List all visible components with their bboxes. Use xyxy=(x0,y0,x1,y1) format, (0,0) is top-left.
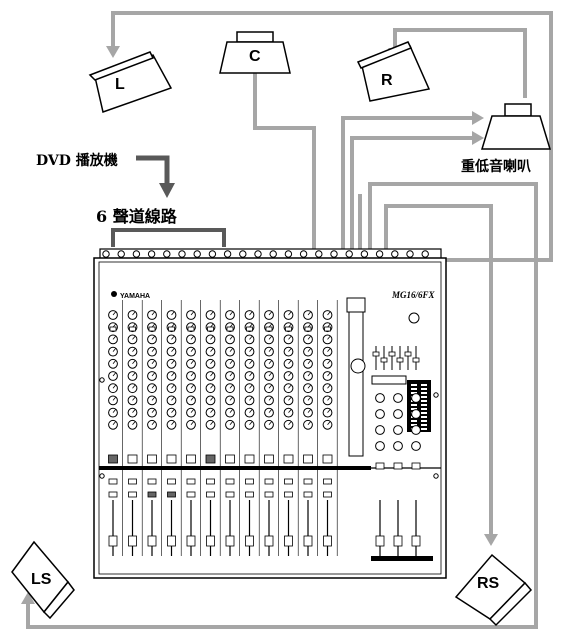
mixer-brand: YAMAHA xyxy=(120,293,150,300)
speaker-center-label: C xyxy=(249,48,261,65)
arrow-to-left-surround xyxy=(21,592,35,604)
speaker-center xyxy=(219,31,291,74)
speaker-left-surround-label: LS xyxy=(31,571,52,588)
channel-strip xyxy=(303,300,319,556)
arrow-to-left xyxy=(106,46,120,58)
cable-to-subwoofer-a xyxy=(341,116,475,250)
cable-to-right-surround xyxy=(384,204,493,538)
arrow-to-subwoofer-a xyxy=(472,111,484,125)
mixer-console: YAMAHA MG16/6FX xyxy=(93,248,447,579)
signal-cables xyxy=(26,11,553,629)
dvd-player-label: DVD 播放機 xyxy=(36,153,118,169)
arrow-to-subwoofer-b xyxy=(472,131,484,145)
channel-strip xyxy=(166,300,182,556)
channel-strip xyxy=(264,300,280,556)
channel-strips xyxy=(108,300,338,556)
subwoofer-label: 重低音喇叭 xyxy=(461,159,531,175)
channel-strip xyxy=(225,300,240,556)
speaker-left-surround xyxy=(11,540,75,620)
channel-strip xyxy=(127,300,143,556)
fx-section xyxy=(372,346,420,370)
six-channel-line-label: 6 聲道線路 xyxy=(96,207,177,226)
channel-strip xyxy=(283,300,299,556)
cable-from-center xyxy=(253,72,316,250)
channel-strip xyxy=(322,300,338,556)
channel-strip xyxy=(147,300,162,556)
channel-strip xyxy=(108,300,123,556)
speaker-subwoofer xyxy=(480,103,552,150)
speaker-right-surround-label: RS xyxy=(477,575,500,592)
speaker-right-surround xyxy=(454,553,533,627)
speaker-right-label: R xyxy=(381,72,393,89)
speaker-right xyxy=(356,41,431,102)
channel-strip xyxy=(186,300,201,556)
cable-to-subwoofer-b xyxy=(350,136,475,250)
cable-to-left-surround xyxy=(26,182,538,629)
speaker-left xyxy=(88,51,173,113)
cable-to-right xyxy=(393,28,527,98)
speaker-left-label: L xyxy=(115,76,125,93)
cable-to-left xyxy=(111,11,553,262)
channel-strip xyxy=(244,300,260,556)
six-channel-bracket xyxy=(111,228,226,247)
arrow-to-right-surround xyxy=(484,534,498,546)
dvd-input-arrow xyxy=(136,155,175,198)
mixer-model: MG16/6FX xyxy=(391,290,436,300)
channel-strip xyxy=(205,300,221,556)
